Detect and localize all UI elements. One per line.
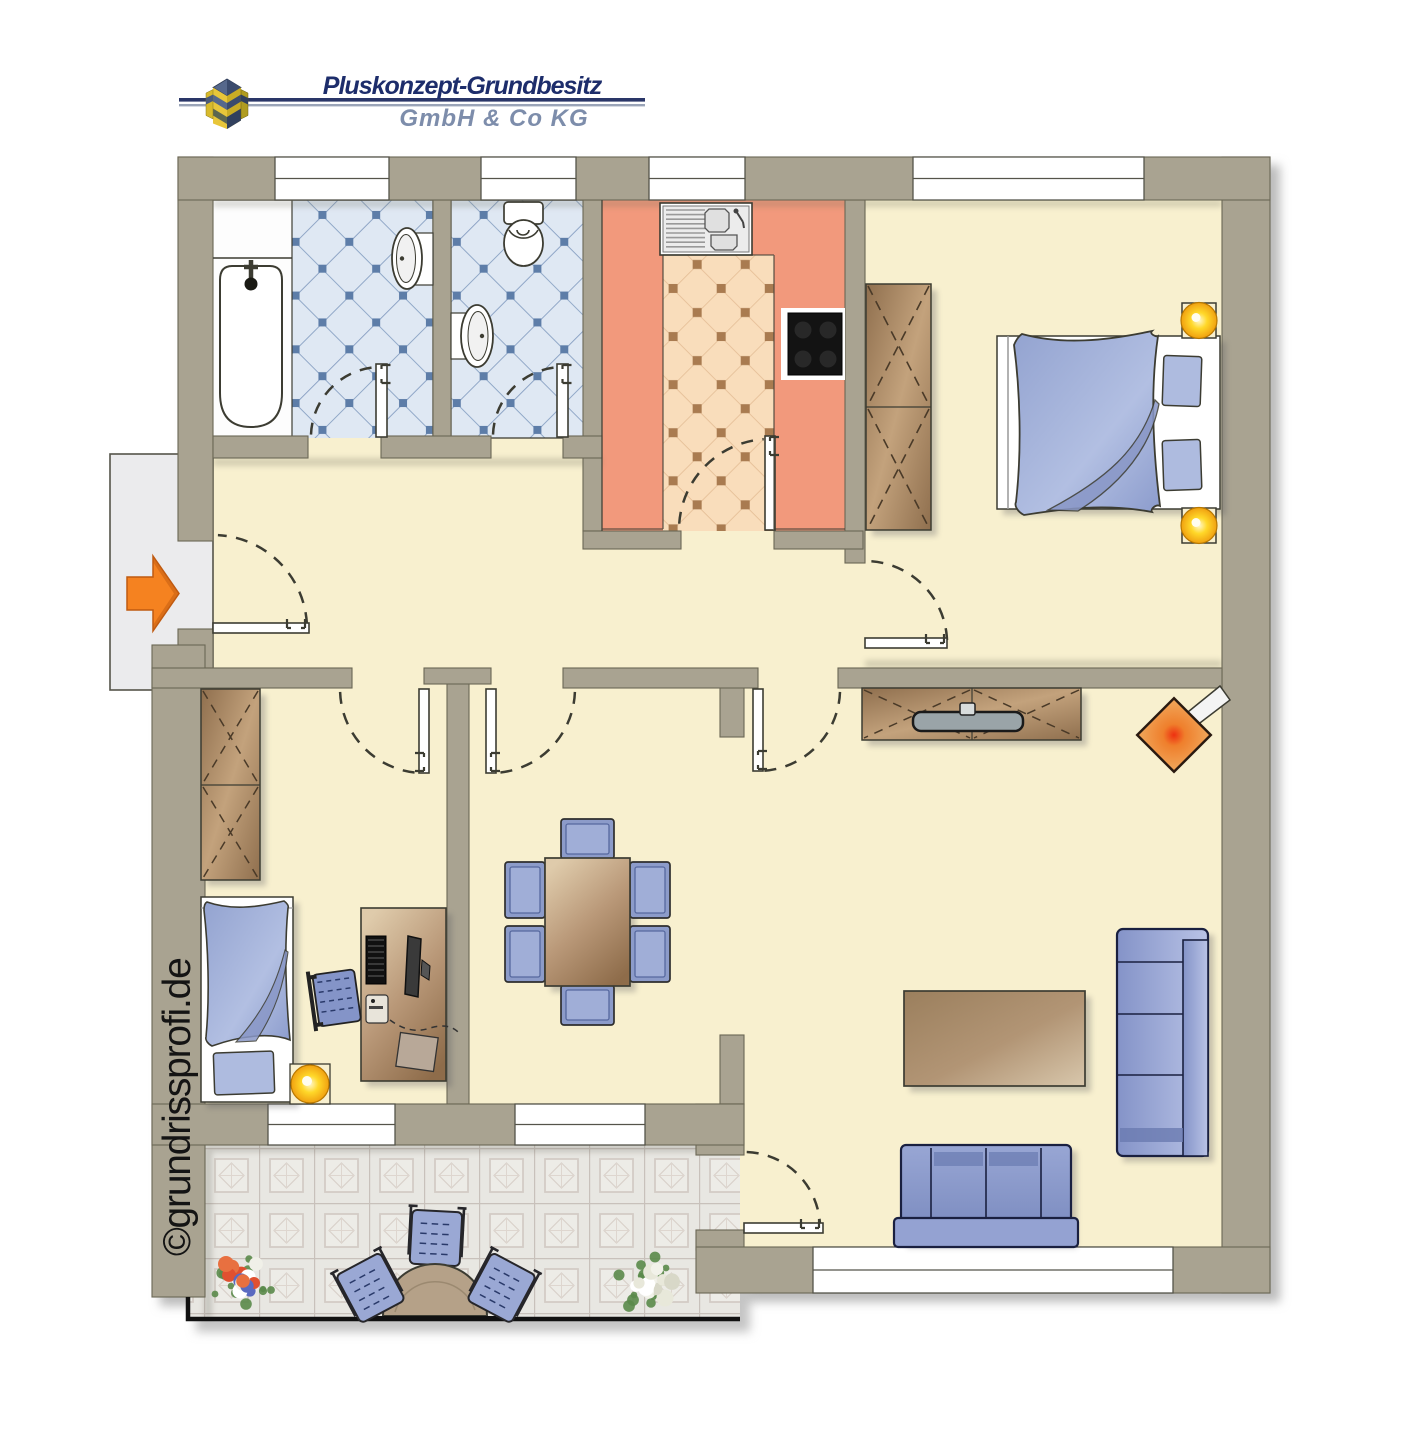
svg-text:©grundrissprofi.de: ©grundrissprofi.de <box>156 958 199 1256</box>
svg-text:Pluskonzept-Grundbesitz: Pluskonzept-Grundbesitz <box>323 72 603 100</box>
svg-text:GmbH & Co KG: GmbH & Co KG <box>399 105 588 132</box>
